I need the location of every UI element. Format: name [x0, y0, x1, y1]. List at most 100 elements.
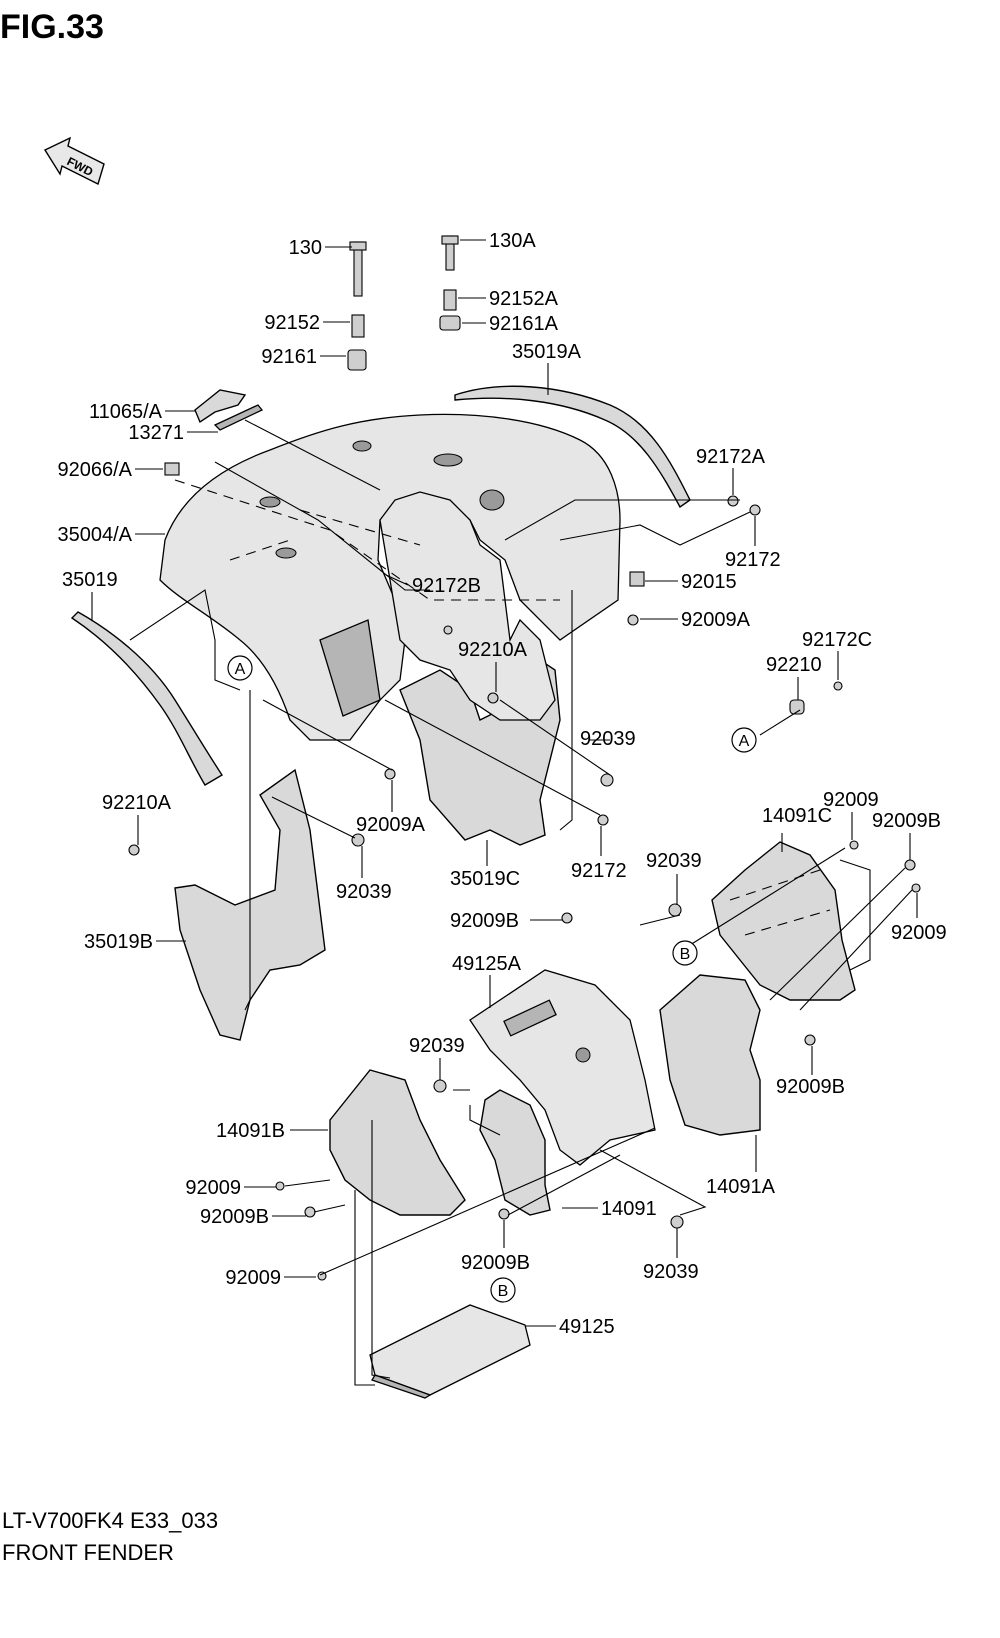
fender-mount-hole — [352, 440, 372, 452]
callout-label: 14091C — [762, 805, 832, 827]
assembly-line — [689, 847, 846, 946]
assembly-line — [499, 699, 611, 776]
assembly-line — [214, 461, 430, 591]
screw-92172-lower — [597, 814, 609, 826]
rivet-92039 — [600, 773, 614, 787]
assembly-line — [354, 1190, 375, 1386]
assembly-line — [299, 509, 421, 546]
center-cover-hole — [575, 1047, 591, 1063]
skid-plate-edge — [371, 1374, 432, 1399]
callout-label: 92009 — [891, 922, 947, 944]
assembly-line — [244, 419, 381, 491]
collar-92152A — [443, 289, 457, 311]
cushion-92161A — [439, 315, 461, 331]
callout-leaders — [91, 239, 918, 1327]
callout-label: 92152A — [489, 288, 559, 310]
svg-text:A: A — [739, 733, 750, 750]
screw-92009B-lower-left — [304, 1206, 316, 1218]
assembly-line — [384, 699, 601, 816]
nut-92015 — [629, 571, 645, 587]
callout-label: 92039 — [336, 881, 392, 903]
screw-92172C — [833, 681, 843, 691]
fender-mount-hole — [259, 496, 281, 508]
assembly-line — [129, 589, 241, 691]
callout-label: 49125A — [452, 953, 522, 975]
screw-92009B-right — [904, 859, 916, 871]
assembly-line — [284, 1179, 331, 1187]
callout-label: 92210A — [458, 639, 528, 661]
forward-arrow-icon: FWD — [43, 136, 105, 185]
callout-label: 92039 — [409, 1035, 465, 1057]
assembly-line — [769, 867, 906, 1001]
model-code: LT-V700FK4 E33_033 — [2, 1508, 218, 1533]
assembly-line — [599, 1149, 707, 1216]
strip-13271 — [213, 404, 264, 431]
reference-marker-b: B — [672, 940, 698, 966]
svg-text:B: B — [680, 946, 691, 963]
section-name: FRONT FENDER — [2, 1540, 174, 1565]
assembly-line — [319, 1127, 656, 1276]
rivet-92039-lower — [433, 1079, 447, 1093]
callout-label: 92009A — [356, 814, 426, 836]
screw-92009-top — [849, 840, 859, 850]
screw-92172B — [443, 625, 453, 635]
assembly-line — [229, 539, 291, 561]
figure-title: FIG.33 — [0, 8, 104, 46]
callout-label: 92009B — [461, 1252, 530, 1274]
screw-92009-bottom — [317, 1271, 327, 1281]
screw-92009B-lower-right — [804, 1034, 816, 1046]
callout-label: 35019 — [62, 569, 118, 591]
callout-label: 92172C — [802, 629, 872, 651]
assembly-line — [839, 859, 871, 971]
fender-center-plate — [319, 619, 381, 717]
callout-label: 92009A — [681, 609, 751, 631]
callout-label: 14091B — [216, 1120, 285, 1142]
screw-92172A — [727, 495, 739, 507]
svg-text:A: A — [235, 661, 246, 678]
callout-label: 14091 — [601, 1198, 657, 1220]
callout-label: 130A — [489, 230, 536, 252]
callout-label: 92009B — [872, 810, 941, 832]
inner-splash-panel — [379, 491, 556, 721]
callout-label: 92039 — [643, 1261, 699, 1283]
bracket-11065 — [194, 389, 247, 424]
side-cover-14091C — [711, 841, 856, 1001]
fender-mount-hole — [275, 547, 297, 559]
callout-label: 92152 — [264, 312, 320, 334]
callout-label: 11065/A — [89, 401, 163, 423]
assembly-line — [799, 889, 913, 1011]
callout-label: 13271 — [128, 422, 184, 444]
callout-label: 35019A — [512, 341, 582, 363]
screw-92009A-lower — [384, 768, 396, 780]
fender-grommet-hole — [479, 489, 505, 511]
assembly-line — [559, 511, 751, 546]
callout-label: 92039 — [646, 850, 702, 872]
callout-label: 92172B — [412, 575, 481, 597]
clip-92066 — [164, 462, 180, 476]
callout-label: 92009B — [200, 1206, 269, 1228]
callout-label: 35019C — [450, 868, 520, 890]
screw-92009-lower-left — [275, 1181, 285, 1191]
callout-label: 92210A — [102, 792, 172, 814]
rivet-92039-right — [668, 903, 682, 917]
reference-marker-a: A — [731, 727, 757, 753]
callout-label: 92009 — [185, 1177, 241, 1199]
callout-label: 92161 — [261, 346, 317, 368]
callout-label: 92172A — [696, 446, 766, 468]
callout-label: 35004/A — [57, 524, 132, 546]
side-cover-14091B — [329, 1069, 466, 1216]
cushion-92161 — [347, 349, 367, 371]
bolt-130A — [441, 235, 459, 271]
callout-label: 92015 — [681, 571, 737, 593]
assembly-line — [559, 590, 573, 831]
fender-mount-hole — [433, 453, 463, 467]
assembly-line — [507, 1154, 621, 1216]
grommet-92210 — [789, 699, 805, 715]
assembly-line — [313, 1204, 346, 1213]
callout-label: 92161A — [489, 313, 559, 335]
screw-92172 — [749, 504, 761, 516]
callout-labels: 130 130A 92152 92152A 92161A 92161 35019… — [57, 230, 946, 1338]
assembly-line — [271, 796, 356, 839]
grommet-92210A-left — [128, 844, 140, 856]
assembly-line — [469, 1105, 501, 1136]
